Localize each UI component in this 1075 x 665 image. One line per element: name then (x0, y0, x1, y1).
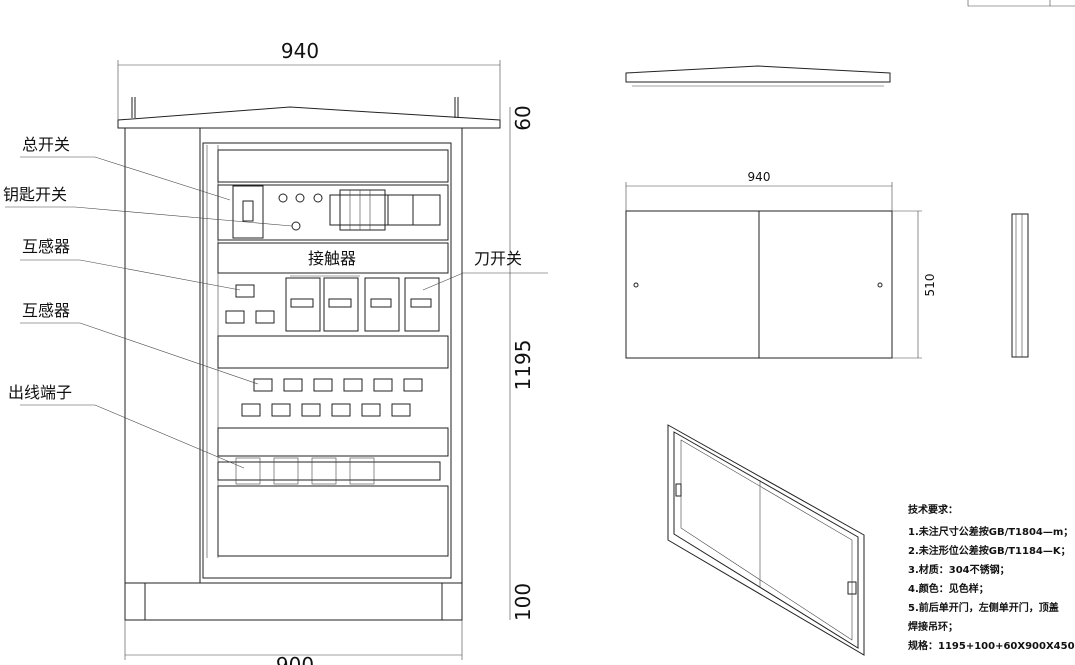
key-switch (291, 221, 301, 231)
terminal-strip (217, 461, 441, 481)
top-cover-view (625, 65, 891, 83)
note-item: 1.未注尺寸公差按GB/T1804—m； (908, 525, 1073, 538)
label-contactor: 接触器 (308, 249, 356, 268)
knife-switch-2 (404, 277, 440, 332)
note-item: 焊接吊环； (908, 620, 958, 633)
note-item: 4.颜色：见色样； (908, 582, 989, 595)
dim-roof-height: 60 (511, 105, 535, 130)
technical-notes: 技术要求： 1.未注尺寸公差按GB/T1804—m； 2.未注形位公差按GB/T… (908, 503, 1075, 652)
label-knife-switch: 刀开关 (474, 249, 522, 268)
main-switch (232, 185, 264, 239)
cabinet-base (124, 582, 463, 621)
side-profile (1011, 213, 1029, 358)
notes-title: 技术要求： (908, 503, 958, 516)
dim-top-view-width: 940 (748, 170, 771, 184)
transformer-group (241, 378, 423, 417)
note-item: 2.未注形位公差按GB/T1184—K； (908, 544, 1071, 557)
label-main-switch: 总开关 (22, 135, 70, 154)
top-view (625, 182, 922, 359)
dim-body-height: 1195 (511, 340, 535, 391)
front-view (5, 60, 548, 660)
contactor-2 (323, 277, 359, 332)
notes-spec: 规格：1195+100+60X900X450 (908, 639, 1075, 652)
dim-top-view-depth: 510 (923, 274, 937, 297)
label-key-switch: 钥匙开关 (3, 185, 67, 204)
label-outlet-terminal: 出线端子 (8, 383, 72, 402)
dim-base-height: 100 (511, 583, 535, 621)
knife-switch-1 (364, 277, 400, 332)
label-transformer-2: 互感器 (22, 301, 70, 320)
dim-bottom-width: 900 (276, 653, 314, 665)
isometric-door (667, 424, 865, 656)
note-item: 3.材质：304不锈钢； (908, 563, 1010, 576)
roof (117, 106, 501, 129)
contactor-1 (285, 277, 321, 332)
label-transformer-1: 互感器 (22, 237, 70, 256)
dim-width-top: 940 (281, 39, 319, 63)
note-item: 5.前后单开门，左侧单开门，顶盖 (908, 601, 1059, 614)
